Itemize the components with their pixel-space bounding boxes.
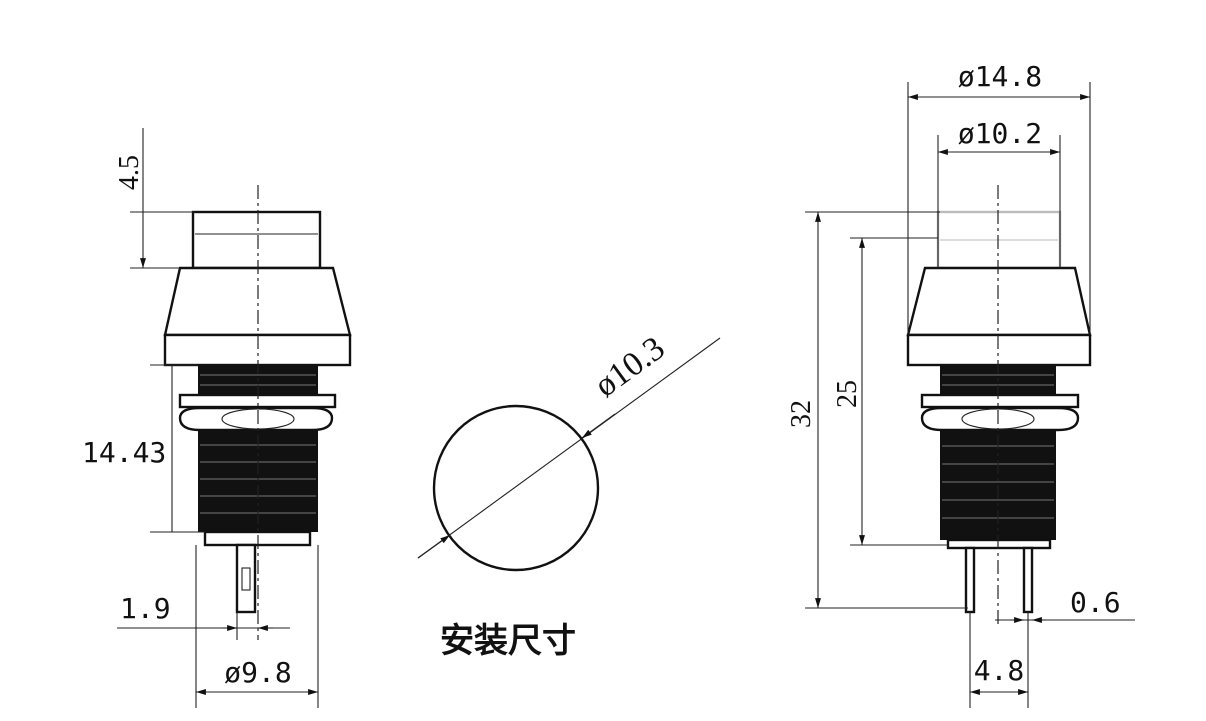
right-base [946, 538, 1052, 550]
thread-diameter-label: ø9.8 [224, 656, 291, 689]
mounting-hole-view: ø10.3 安装尺寸 [417, 330, 721, 661]
left-cap [191, 210, 322, 270]
body-height-label: 25 [832, 380, 863, 408]
outer-diameter-label: ø14.8 [958, 60, 1042, 93]
right-switch-view: ø14.8 ø10.2 32 25 0.6 4.8 [786, 60, 1135, 708]
right-pin-left [964, 546, 976, 614]
right-pin-right [1022, 546, 1034, 614]
total-height-label: 32 [786, 400, 817, 428]
hole-diameter-label: ø10.3 [588, 330, 672, 405]
pin-width-label: 1.9 [120, 592, 171, 625]
right-nut [920, 406, 1080, 432]
cap-height-label: 4.5 [114, 155, 145, 190]
pin-spacing-label: 4.8 [974, 654, 1025, 687]
right-body [906, 266, 1092, 337]
mounting-dimensions-title: 安装尺寸 [440, 621, 576, 661]
left-pin [235, 543, 257, 614]
pin-thickness-label: 0.6 [1070, 586, 1121, 619]
left-switch-view: 4.5 14.43 1.9 ø9.8 [82, 128, 352, 708]
thread-length-label: 14.43 [82, 436, 166, 469]
right-washer [920, 393, 1080, 409]
cap-diameter-label: ø10.2 [958, 117, 1042, 150]
right-flange [906, 333, 1092, 367]
mounting-hole-circle [432, 404, 600, 572]
left-nut [178, 406, 334, 432]
